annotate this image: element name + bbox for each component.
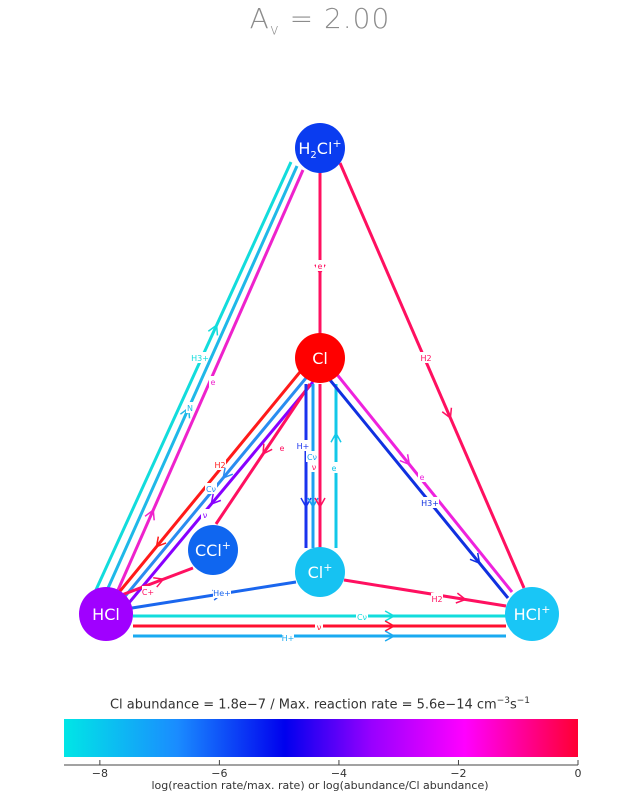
edge-label: H2: [431, 595, 442, 604]
edge-arrow: [155, 536, 167, 548]
edge-arrow: [314, 497, 326, 509]
reaction-edge: [338, 162, 526, 589]
species-label: CCl+: [195, 539, 231, 560]
edge-arrow: [455, 592, 468, 604]
edge-label: ν: [317, 623, 322, 632]
edge-arrow: [262, 443, 273, 456]
edge-label-bg: [297, 440, 309, 451]
edge-label-bg: [418, 471, 426, 482]
species-node: Cl+: [295, 547, 345, 597]
reaction-edge: [328, 379, 510, 599]
colorbar: −8 −6 −4 −2 0: [64, 719, 582, 780]
reaction-edge: [343, 578, 507, 608]
species-label: HCl: [92, 605, 120, 624]
edge-label-bg: [306, 451, 318, 462]
edge-label: Cν: [206, 485, 217, 494]
edge-label: e: [318, 262, 323, 271]
species-node: Cl: [295, 333, 345, 383]
edge-label-bg: [205, 483, 217, 494]
colorbar-xlabel: log(reaction rate/max. rate) or log(abun…: [151, 779, 489, 792]
edge-label: H+: [282, 634, 295, 643]
species-node: HCl: [79, 587, 133, 641]
edge-label: e: [332, 464, 337, 473]
edge-arrow: [153, 576, 165, 588]
edge-label: H2: [214, 461, 225, 470]
edge-label: H+: [297, 442, 310, 451]
edge-label-bg: [330, 462, 338, 473]
edge-label: e: [420, 473, 425, 482]
edge-label-bg: [315, 621, 323, 632]
edge-label: Cν: [357, 613, 368, 622]
edge-arrow: [469, 552, 481, 565]
edge-arrow: [441, 407, 453, 420]
species-node: H2Cl+: [295, 123, 345, 173]
species-circle: [188, 525, 238, 575]
edge-label: N: [187, 404, 193, 413]
edge-label-bg: [213, 587, 231, 598]
edge-label-bg: [209, 376, 217, 387]
edge-label: e: [280, 444, 285, 453]
species-label: Cl: [312, 349, 328, 368]
reaction-edge: [109, 169, 305, 607]
edge-label: ν: [312, 463, 317, 472]
colorbar-tick-label: −8: [92, 767, 108, 780]
edge-label-bg: [431, 593, 443, 604]
edge-label: H3+: [191, 354, 209, 363]
reaction-edge: [98, 165, 299, 607]
edge-label-bg: [278, 442, 286, 453]
edge-label: Cν: [307, 453, 318, 462]
edge-arrow: [384, 630, 396, 642]
species-circle: [79, 587, 133, 641]
reaction-edge: [118, 566, 194, 598]
colorbar-tick-label: 0: [575, 767, 582, 780]
colorbar-tick-label: −2: [450, 767, 466, 780]
edge-label: H3+: [421, 499, 439, 508]
edge-arrow: [144, 508, 155, 521]
figure-title: Av = 2.00: [249, 2, 391, 39]
species-circle: [505, 587, 559, 641]
edge-label: C+: [142, 588, 154, 597]
species-label: HCl+: [514, 603, 551, 624]
species-node: CCl+: [188, 525, 238, 575]
edge-label-bg: [142, 586, 154, 597]
edge-arrow: [399, 454, 411, 466]
edge-arrow: [222, 467, 234, 480]
edge-arrow: [384, 610, 396, 622]
species-circle: [295, 333, 345, 383]
edge-arrow: [210, 493, 222, 506]
edge-label: ν: [203, 511, 208, 520]
abundance-caption: Cl abundance = 1.8e−7 / Max. reaction ra…: [109, 696, 531, 713]
edge-label-bg: [310, 461, 318, 472]
species-node: HCl+: [505, 587, 559, 641]
edge-arrow: [384, 620, 396, 632]
species-circle: [295, 123, 345, 173]
edge-arrow: [330, 431, 342, 443]
species-label: Cl+: [308, 561, 333, 582]
edge-label-bg: [316, 260, 324, 271]
species-label: H2Cl+: [298, 137, 341, 161]
edge-label: H2: [420, 354, 431, 363]
edge-label: He+: [213, 589, 231, 598]
colorbar-tick-label: −6: [211, 767, 227, 780]
edge-arrow: [207, 323, 219, 336]
edge-label-bg: [420, 352, 432, 363]
edge-label-bg: [191, 352, 209, 363]
edge-label-bg: [421, 497, 439, 508]
edge-label-bg: [282, 632, 294, 643]
edge-label-bg: [214, 459, 226, 470]
colorbar-gradient: [64, 719, 578, 757]
edge-label-bg: [201, 509, 209, 520]
reaction-edge: [126, 381, 315, 605]
edge-label: e: [211, 378, 216, 387]
species-circle: [295, 547, 345, 597]
edge-label-bg: [356, 611, 368, 622]
colorbar-tick-label: −4: [331, 767, 347, 780]
reaction-edge: [88, 161, 293, 604]
edge-label-bg: [186, 402, 194, 413]
